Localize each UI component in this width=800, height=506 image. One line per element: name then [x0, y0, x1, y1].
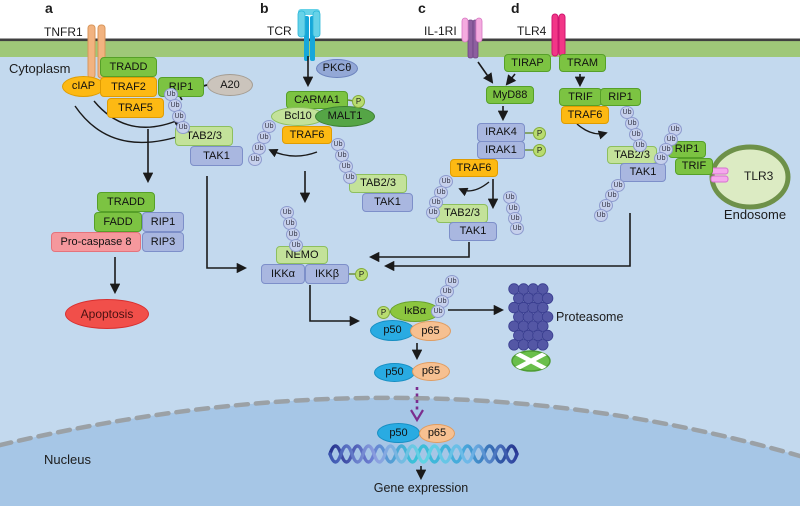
- panel-label-d: d: [511, 0, 520, 16]
- dna-helix-icon: [328, 444, 519, 464]
- node-ikk-beta: IKKβ: [305, 264, 349, 284]
- ub-badge: Ub: [426, 206, 440, 219]
- node-p50-2: p50: [374, 363, 415, 382]
- node-tradd: TRADD: [100, 57, 157, 77]
- tcr-label: TCR: [267, 24, 292, 38]
- node-pro-caspase8: Pro-caspase 8: [51, 232, 141, 252]
- phospho-badge-ikba: P: [377, 306, 390, 319]
- node-pkc-theta: PKCθ: [316, 59, 358, 78]
- ub-badge: Ub: [289, 239, 303, 252]
- il1ri-receptor-icon: [461, 17, 483, 59]
- ub-badge: Ub: [176, 121, 190, 134]
- pathway-arrows: [109, 56, 631, 481]
- ub-badge: Ub: [503, 191, 517, 204]
- node-p50-nucleus: p50: [377, 423, 420, 443]
- node-tab23-c: TAB2/3: [436, 204, 488, 223]
- node-tradd2: TRADD: [97, 192, 155, 212]
- ub-badge: Ub: [633, 139, 647, 152]
- panel-label-b: b: [260, 0, 269, 16]
- node-traf6-b: TRAF6: [282, 126, 332, 144]
- node-trif: TRIF: [559, 88, 602, 106]
- node-apoptosis: Apoptosis: [65, 299, 149, 329]
- node-tab23-d: TAB2/3: [607, 146, 657, 164]
- node-traf5: TRAF5: [107, 98, 164, 118]
- phospho-badge-carma1: P: [352, 95, 365, 108]
- ub-badge: Ub: [431, 305, 445, 318]
- plasma-membrane-line: [0, 38, 800, 42]
- phospho-badge-irak4: P: [533, 127, 546, 140]
- node-ikk-alpha: IKKα: [261, 264, 305, 284]
- node-p65-nucleus: p65: [419, 424, 455, 443]
- node-traf6-c: TRAF6: [450, 159, 498, 177]
- ubiquitination-curved-arrows: [74, 100, 608, 197]
- node-irak4: IRAK4: [477, 123, 525, 142]
- node-tak1-b: TAK1: [362, 193, 413, 212]
- node-myd88: MyD88: [486, 86, 534, 104]
- node-rip1-complex2: RIP1: [142, 212, 184, 232]
- node-bcl10: Bcl10: [271, 107, 325, 126]
- node-tak1-a: TAK1: [190, 146, 243, 166]
- il1ri-label: IL-1RI: [424, 24, 457, 38]
- node-p65-1: p65: [410, 321, 451, 341]
- node-a20: A20: [207, 74, 253, 96]
- nucleus-region: [0, 397, 800, 506]
- node-tab23-b: TAB2/3: [349, 174, 407, 193]
- tnfr1-label: TNFR1: [44, 25, 83, 39]
- node-malt1: MALT1: [315, 106, 375, 127]
- ub-badge: Ub: [510, 222, 524, 235]
- plasma-membrane-band: [0, 41, 800, 57]
- ub-badge: Ub: [331, 138, 345, 151]
- phospho-badge-ikkb: P: [355, 268, 368, 281]
- ub-badge: Ub: [654, 152, 668, 165]
- node-traf2: TRAF2: [100, 77, 157, 97]
- nuclear-envelope-dashed-border: [0, 395, 800, 459]
- endosome-label: Endosome: [723, 207, 787, 222]
- ub-badge: Ub: [248, 153, 262, 166]
- node-tirap: TIRAP: [504, 54, 551, 72]
- tcr-receptor-icon: [297, 9, 321, 61]
- nucleus-label: Nucleus: [44, 452, 91, 467]
- node-ciap: cIAP: [62, 76, 105, 97]
- proteasome-icon: [508, 283, 554, 351]
- tlr4-label: TLR4: [517, 24, 547, 38]
- node-rip3: RIP3: [142, 232, 184, 252]
- node-tram: TRAM: [559, 54, 606, 72]
- ub-badge: Ub: [620, 106, 634, 119]
- tlr3-receptor-icon: [710, 167, 729, 183]
- tlr4-receptor-icon: [551, 13, 566, 57]
- panel-label-a: a: [45, 0, 53, 16]
- phospho-badge-irak1: P: [533, 144, 546, 157]
- node-fadd: FADD: [94, 212, 142, 232]
- nuclear-translocation-arrow: [410, 387, 424, 423]
- node-tab23-a: TAB2/3: [175, 126, 233, 146]
- ub-badge: Ub: [283, 217, 297, 230]
- node-rip1-d: RIP1: [600, 88, 641, 106]
- node-tak1-c: TAK1: [449, 222, 497, 241]
- cytoplasm-label: Cytoplasm: [9, 61, 71, 76]
- tlr3-label: TLR3: [744, 169, 774, 183]
- degraded-ikba-icon: [511, 350, 551, 372]
- proteasome-label: Proteasome: [556, 310, 624, 324]
- node-p50-1: p50: [370, 320, 415, 341]
- node-irak1: IRAK1: [477, 141, 525, 159]
- ub-badge: Ub: [594, 209, 608, 222]
- node-tak1-d: TAK1: [620, 163, 666, 182]
- node-traf6-d: TRAF6: [561, 106, 609, 124]
- ub-badge: Ub: [262, 120, 276, 133]
- ub-badge: Ub: [339, 160, 353, 173]
- node-p65-2: p65: [412, 362, 450, 381]
- node-carma1: CARMA1: [286, 91, 348, 109]
- gene-expression-label: Gene expression: [373, 481, 469, 495]
- node-trif-endosome: TRIF: [675, 158, 713, 175]
- panel-label-c: c: [418, 0, 426, 16]
- node-ikb-alpha: IκBα: [390, 301, 440, 322]
- ub-badge: Ub: [343, 171, 357, 184]
